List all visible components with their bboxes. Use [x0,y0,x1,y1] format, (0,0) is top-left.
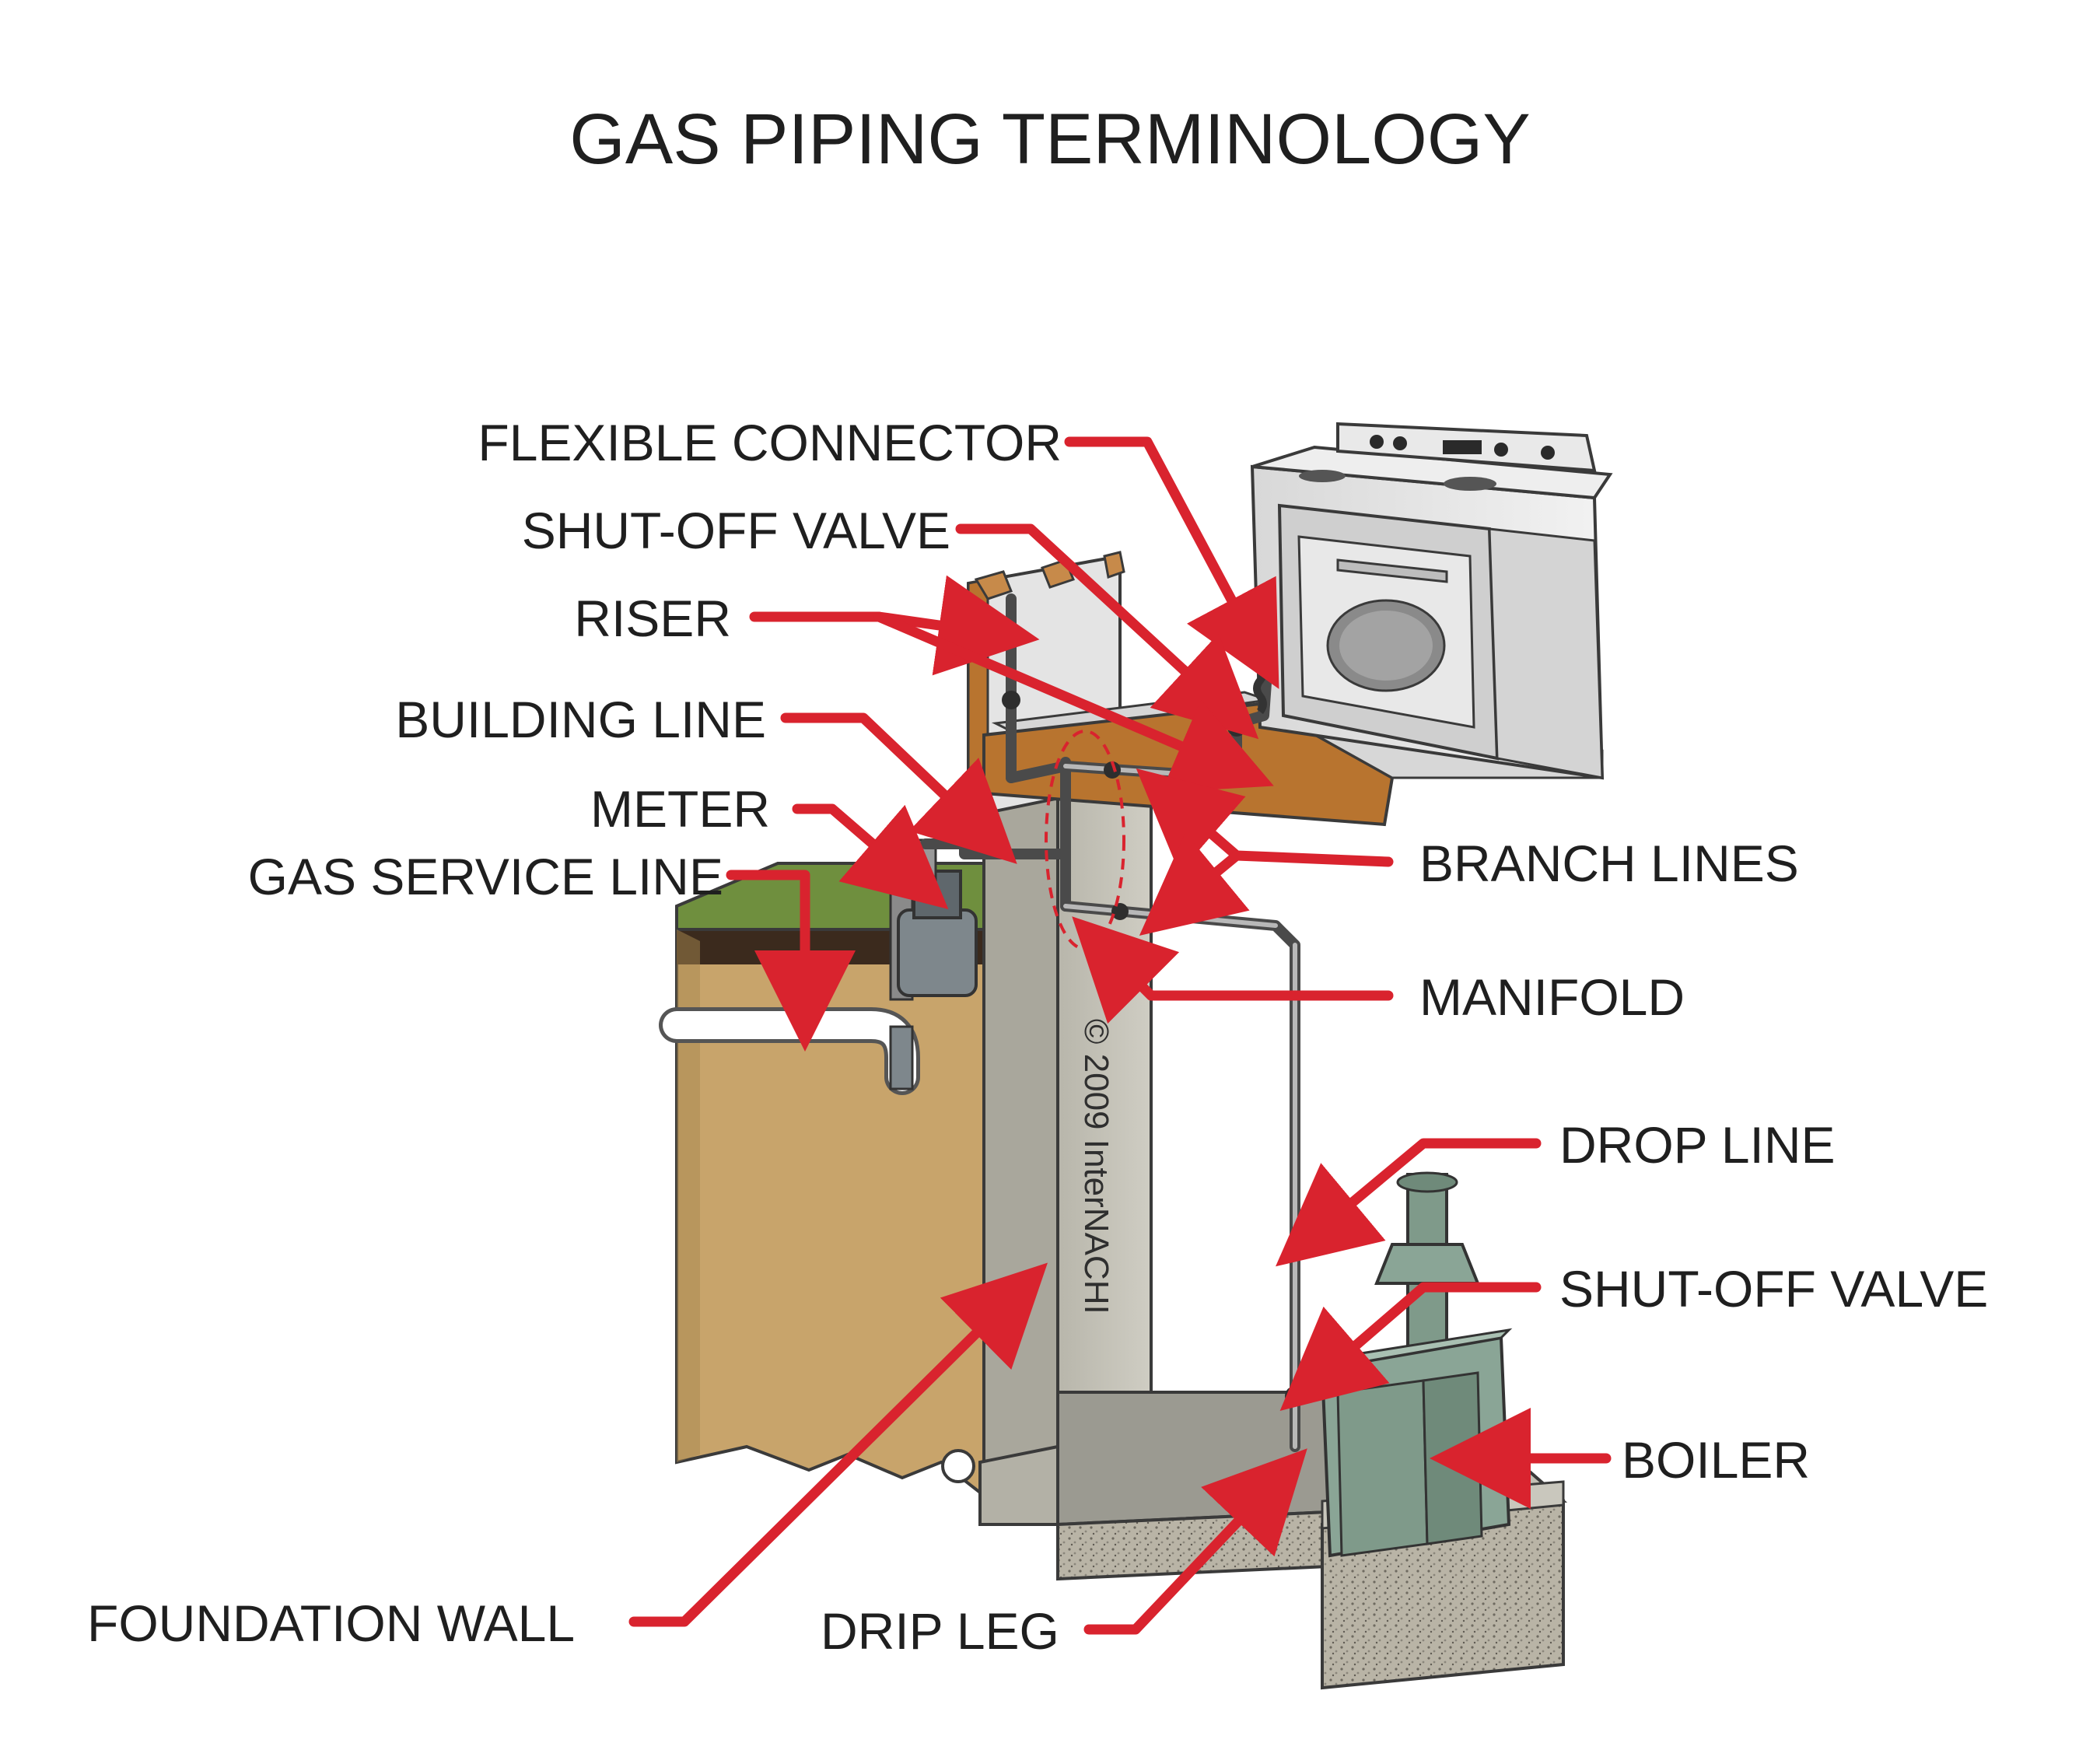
shut-off-valve-upper-label: SHUT-OFF VALVE [522,502,950,559]
shut-off-valve-upper-arrow [955,523,1259,740]
shut-off-valve-lower-label: SHUT-OFF VALVE [1559,1260,1988,1318]
boiler [1320,1171,1513,1558]
boiler-label: BOILER [1622,1431,1810,1489]
drip-leg-arrow [1083,1448,1307,1635]
copyright-text: © 2009 InterNACHI [1077,1019,1115,1314]
manifold-arrow [1072,916,1394,1024]
building-line-label: BUILDING LINE [395,691,766,748]
foundation-wall-arrow [628,1262,1048,1627]
drop-line-label: DROP LINE [1559,1116,1836,1174]
flexible-connector-arrow [1064,436,1279,689]
branch-lines-label: BRANCH LINES [1419,835,1799,892]
building-line-arrow [780,712,1017,864]
flexible-connector-label: FLEXIBLE CONNECTOR [478,414,1062,471]
drip-leg-label: DRIP LEG [821,1602,1059,1660]
foundation-wall-label: FOUNDATION WALL [87,1594,575,1652]
callout-arrows [628,436,1612,1635]
manifold-label: MANIFOLD [1419,968,1685,1026]
riser-arrow-b [873,611,1274,793]
gas-range [1250,422,1613,780]
labels: FLEXIBLE CONNECTOR SHUT-OFF VALVE RISER … [87,414,1988,1660]
branch-lines-arrow-b [1139,832,1250,936]
meter-arrow [792,803,949,909]
drop-line-arrow [1276,1138,1542,1267]
gas-service-line-label: GAS SERVICE LINE [248,848,723,905]
diagram-title: GAS PIPING TERMINOLOGY [569,100,1530,179]
shut-off-valve-lower-arrow [1279,1282,1542,1411]
gas-service-line-arrow [726,870,856,1052]
riser-label: RISER [574,590,731,647]
meter-label: METER [590,780,770,838]
